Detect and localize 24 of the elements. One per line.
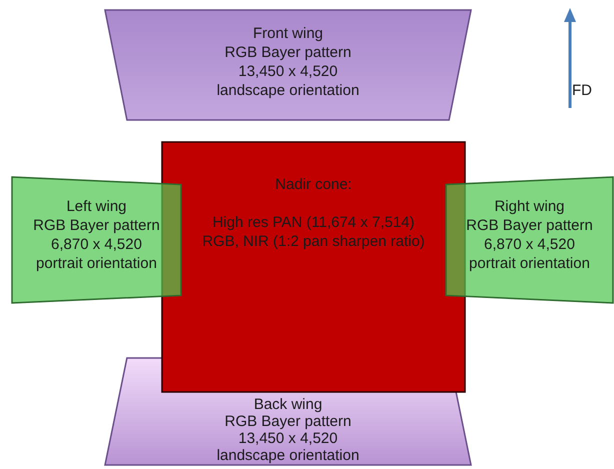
node-text: RGB, NIR (1:2 pan sharpen ratio) <box>202 232 425 251</box>
node-title: Front wing <box>252 24 324 43</box>
node-text: RGB Bayer pattern <box>466 216 593 235</box>
node-text: RGB Bayer pattern <box>224 413 352 430</box>
node-text: RGB Bayer pattern <box>224 43 352 62</box>
node-text: portrait orientation <box>36 254 157 273</box>
node-text: RGB Bayer pattern <box>33 216 160 235</box>
trapezoid-footprint <box>105 10 471 120</box>
trapezoid-footprint <box>12 177 181 303</box>
node-text: portrait orientation <box>469 254 590 273</box>
trapezoid-footprint <box>446 177 613 303</box>
node-title: Back wing <box>254 396 322 413</box>
node-title: Right wing <box>494 197 565 216</box>
node-text: 13,450 x 4,520 <box>238 62 338 81</box>
node-text: High res PAN (11,674 x 7,514) <box>212 213 415 232</box>
direction-label: FD <box>572 82 592 99</box>
node-text: landscape orientation <box>216 81 360 100</box>
node-text: 13,450 x 4,520 <box>238 430 338 447</box>
node-text: 6,870 x 4,520 <box>51 235 142 254</box>
node-text: landscape orientation <box>216 447 360 464</box>
node-title: Nadir cone: <box>275 175 352 194</box>
rectangle-footprint <box>162 142 465 392</box>
node-title: Left wing <box>66 197 127 216</box>
node-text: 6,870 x 4,520 <box>484 235 575 254</box>
